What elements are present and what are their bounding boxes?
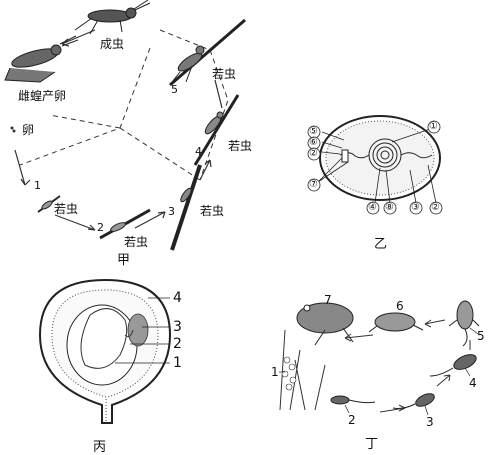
grasshopper-cycle-drawing bbox=[4, 0, 246, 251]
adult-label: 成虫 bbox=[100, 37, 125, 51]
stage-number-5: 5 bbox=[171, 83, 178, 96]
stage-number-3: 3 bbox=[168, 205, 175, 218]
egg-icon bbox=[10, 126, 16, 133]
egg-label-6: ⑥ bbox=[309, 137, 318, 148]
adult-grasshopper-icon bbox=[74, 0, 151, 35]
nymph-label-4: 若虫 bbox=[228, 139, 253, 153]
egg-label-7: ⑦ bbox=[309, 179, 318, 190]
nymph-label-2: 若虫 bbox=[124, 235, 149, 249]
frog-label-5: 5 bbox=[477, 329, 485, 343]
fetus-uterus-drawing bbox=[38, 278, 172, 424]
panel-ding: 1 2 3 4 5 6 7 丁 bbox=[265, 290, 493, 454]
egg-label-3: ③ bbox=[411, 202, 420, 213]
fetus-label-1: 1 bbox=[173, 355, 182, 371]
tadpole-3-icon bbox=[392, 393, 435, 409]
caption-yi: 乙 bbox=[374, 237, 388, 252]
egg-label-4: ④ bbox=[368, 202, 377, 213]
froglet-5-icon bbox=[448, 300, 480, 347]
frog-label-3: 3 bbox=[426, 415, 434, 429]
frog-label-1: 1 bbox=[271, 365, 279, 379]
panel-yi: ① ⑤ ⑥ ② ⑦ ④ ⑧ ③ ② 乙 bbox=[300, 110, 460, 260]
egg-label-8: ⑧ bbox=[385, 202, 394, 213]
stage-number-4: 4 bbox=[195, 145, 202, 158]
nymph-5-icon bbox=[169, 18, 246, 87]
egg-label-2-left: ② bbox=[309, 148, 318, 159]
egg-label: 卵 bbox=[22, 123, 35, 137]
panel-jia: 成虫 雌蝗产卵 卵 若虫 若虫 若虫 若虫 若虫 1 2 3 4 5 甲 bbox=[0, 0, 260, 270]
tadpole-4-icon bbox=[429, 354, 477, 377]
frog-label-6: 6 bbox=[396, 299, 404, 313]
caption-bing: 丙 bbox=[93, 440, 107, 455]
panel-bing: 4 3 2 1 丙 bbox=[30, 275, 200, 454]
stage-number-1: 1 bbox=[34, 179, 41, 192]
nymph-label-1: 若虫 bbox=[54, 202, 79, 216]
frog-label-7: 7 bbox=[324, 293, 332, 307]
adult-frog-7-icon bbox=[296, 302, 354, 346]
frog-label-4: 4 bbox=[469, 376, 477, 390]
caption-ding: 丁 bbox=[365, 437, 379, 452]
nymph-3-icon bbox=[170, 164, 202, 251]
nymph-4-icon bbox=[193, 94, 240, 166]
female-laying-label: 雌蝗产卵 bbox=[18, 89, 67, 103]
nymph-label-3: 若虫 bbox=[200, 204, 225, 218]
egg-structure-drawing bbox=[307, 115, 443, 215]
female-grasshopper-icon bbox=[4, 35, 79, 83]
frog-label-2: 2 bbox=[348, 413, 356, 427]
egg-label-2-right: ② bbox=[431, 202, 440, 213]
nymph-1-icon bbox=[37, 195, 61, 213]
placenta-label-3: 3 bbox=[173, 319, 182, 335]
frog-cycle-drawing bbox=[279, 300, 480, 416]
nymph-label-5: 若虫 bbox=[212, 67, 237, 81]
egg-label-5: ⑤ bbox=[309, 126, 318, 137]
uterus-label-4: 4 bbox=[173, 290, 182, 306]
young-frog-6-icon bbox=[368, 312, 424, 333]
stage-number-2: 2 bbox=[97, 221, 104, 234]
egg-label-1: ① bbox=[429, 121, 438, 132]
umbilical-label-2: 2 bbox=[173, 336, 182, 352]
nymph-2-icon bbox=[99, 208, 151, 240]
tadpole-2-icon bbox=[330, 395, 376, 405]
caption-jia: 甲 bbox=[117, 253, 131, 268]
